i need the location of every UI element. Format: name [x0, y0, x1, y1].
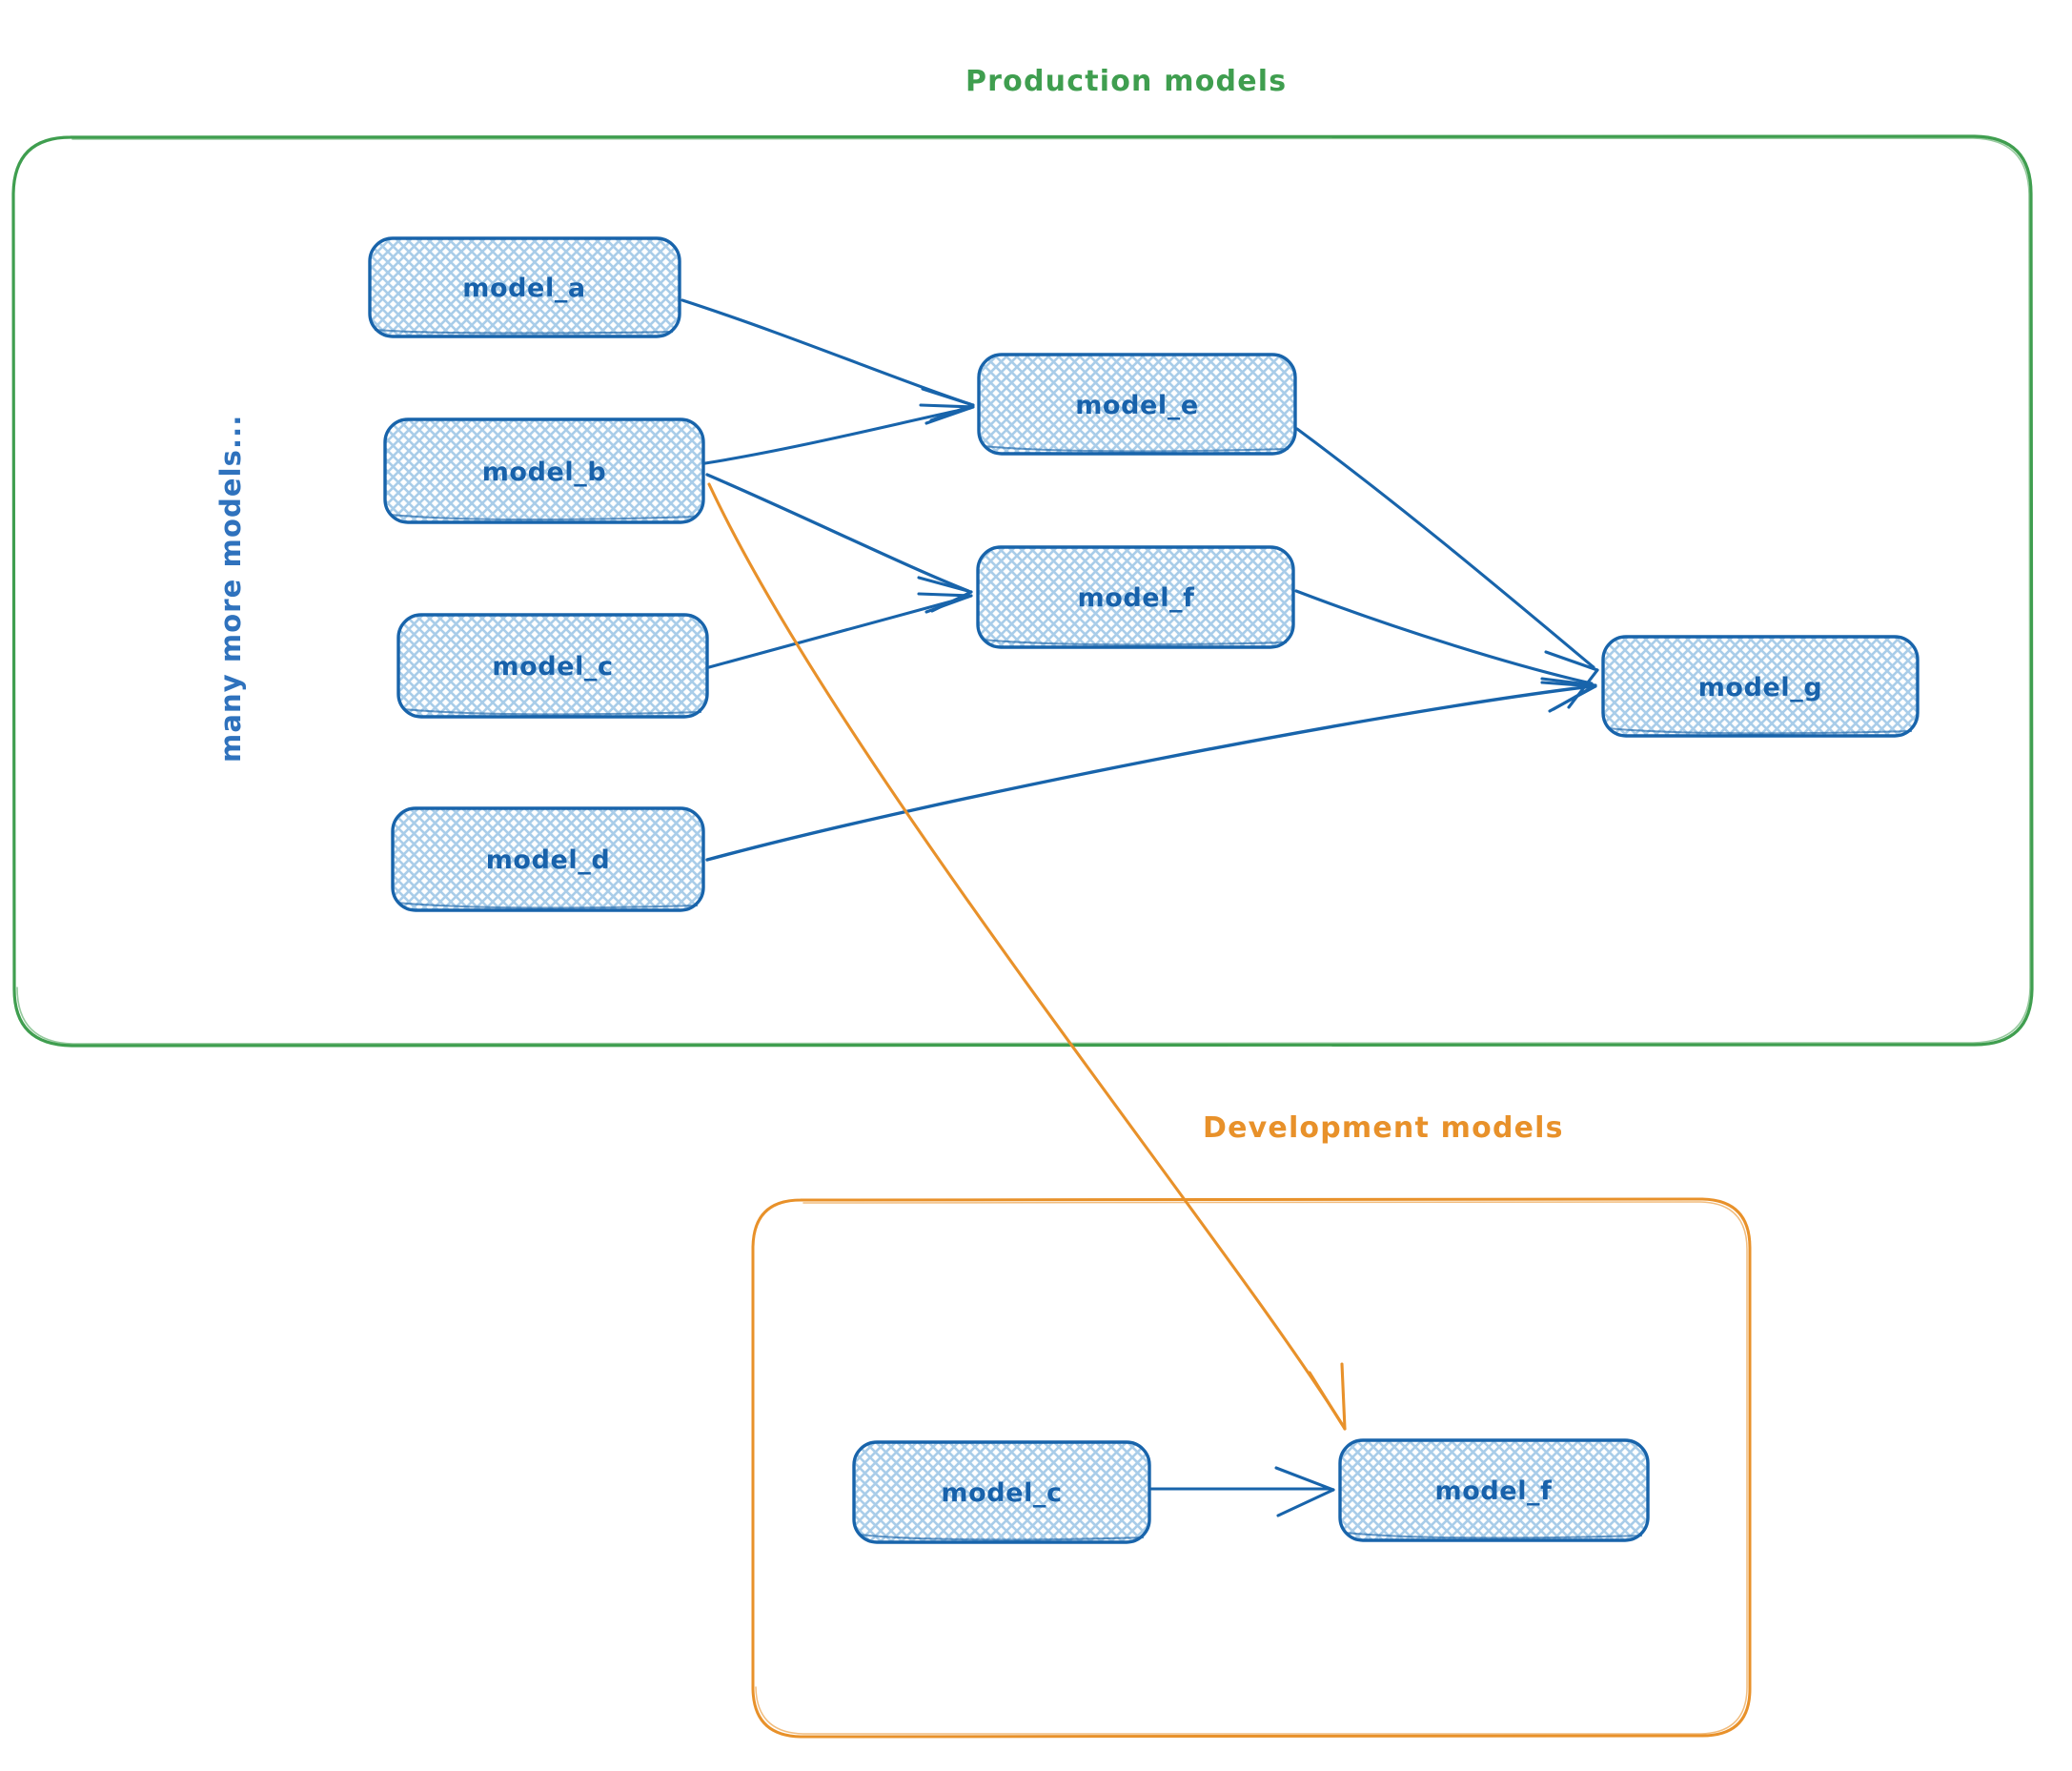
node-label: model_f	[1077, 583, 1194, 613]
edges-layer	[681, 298, 1599, 1517]
node-box	[383, 417, 705, 524]
node-box-sketch	[982, 638, 1288, 646]
node-dev-model-c[interactable]: model_c	[852, 1440, 1151, 1544]
node-box	[368, 236, 681, 338]
node-prod-model-d[interactable]: model_d	[391, 806, 705, 912]
production-group-border-sketch	[16, 137, 2031, 1045]
edge-dev-model-c-to-dev-model-f	[1149, 1466, 1335, 1517]
production-group-label: Production models	[965, 65, 1287, 98]
node-box-sketch	[390, 513, 698, 521]
edge-model-d-to-model-g	[705, 681, 1597, 862]
node-box-sketch	[402, 707, 702, 716]
node-box	[1338, 1438, 1650, 1542]
node-label: model_e	[1075, 391, 1199, 420]
node-label: model_g	[1698, 673, 1823, 702]
node-label: model_d	[486, 845, 611, 875]
group-development	[751, 1197, 1752, 1739]
edge-model-b-to-model-f	[705, 473, 973, 613]
node-prod-model-e[interactable]: model_e	[977, 353, 1297, 456]
node-prod-model-c[interactable]: model_c	[396, 613, 709, 719]
edge-model-c-to-model-f	[707, 592, 973, 669]
node-box	[977, 353, 1297, 456]
node-box	[391, 806, 705, 912]
side-note-many-more-models: many more models...	[214, 415, 247, 763]
node-box	[396, 613, 709, 719]
node-box-sketch	[374, 328, 674, 335]
node-box-sketch	[1607, 726, 1913, 735]
node-label: model_a	[462, 274, 586, 303]
group-production	[11, 134, 2034, 1048]
node-label: model_b	[482, 458, 607, 487]
development-group-border-sketch	[755, 1201, 1748, 1735]
node-box-sketch	[983, 444, 1290, 453]
edge-model-b-to-model-e	[703, 403, 975, 465]
node-box	[852, 1440, 1151, 1544]
edge-model-e-to-model-g	[1295, 427, 1599, 709]
node-prod-model-b[interactable]: model_b	[383, 417, 705, 524]
development-group-label: Development models	[1203, 1111, 1564, 1145]
edge-prod-model-b-to-dev-model-f	[707, 482, 1347, 1431]
node-box-sketch	[396, 901, 699, 909]
edge-model-a-to-model-e	[681, 298, 975, 422]
node-prod-model-f[interactable]: model_f	[976, 545, 1295, 649]
node-prod-model-g[interactable]: model_g	[1601, 635, 1920, 738]
node-label: model_f	[1434, 1476, 1552, 1506]
node-dev-model-f[interactable]: model_f	[1338, 1438, 1650, 1542]
development-group-border	[751, 1197, 1752, 1739]
node-box-sketch	[1344, 1531, 1643, 1539]
node-label: model_c	[492, 652, 613, 682]
node-box	[976, 545, 1295, 649]
production-group-border	[11, 134, 2034, 1048]
node-label: model_c	[941, 1478, 1062, 1508]
node-box-sketch	[858, 1533, 1145, 1541]
node-box	[1601, 635, 1920, 738]
node-prod-model-a[interactable]: model_a	[368, 236, 681, 338]
